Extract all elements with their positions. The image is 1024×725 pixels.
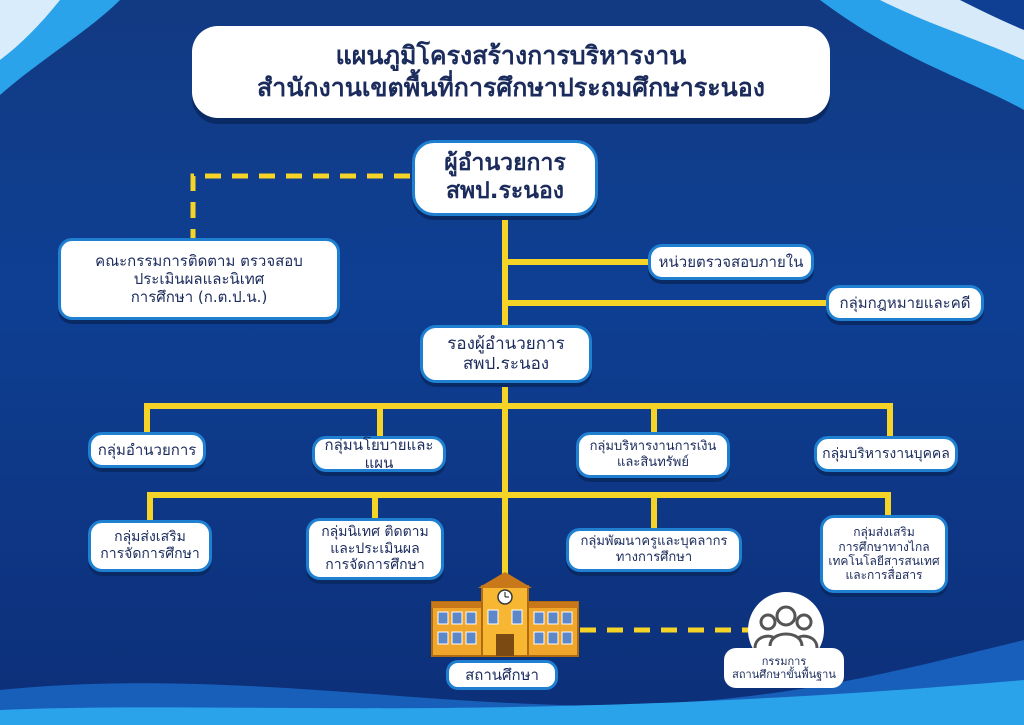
group-education-promotion: กลุ่มส่งเสริม การจัดการศึกษา <box>88 520 212 572</box>
deputy-line-2: สพป.ระนอง <box>462 354 550 374</box>
title-line-1: แผนภูมิโครงสร้างการบริหารงาน <box>335 40 687 70</box>
legal-group-label: กลุ่มกฎหมายและคดี <box>839 294 971 312</box>
school-box: สถานศึกษา <box>446 660 558 690</box>
internal-audit-label: หน่วยตรวจสอบภายใน <box>658 253 804 271</box>
director-box: ผู้อำนวยการ สพป.ระนอง <box>412 140 598 216</box>
group-label-line-3: การจัดการศึกษา <box>325 557 425 574</box>
committee-line-1: คณะกรรมการติดตาม ตรวจสอบ <box>95 252 303 270</box>
group-label-line-2: การศึกษาทางไกล <box>838 539 930 554</box>
committee-line-3: การศึกษา (ก.ต.ป.น.) <box>130 288 268 306</box>
group-personnel: กลุ่มบริหารงานบุคคล <box>814 436 958 472</box>
director-line-1: ผู้อำนวยการ <box>444 150 566 177</box>
group-label: กลุ่มบริหารงานบุคคล <box>822 445 950 462</box>
group-label: กลุ่มอำนวยการ <box>97 441 197 459</box>
deputy-box: รองผู้อำนวยการ สพป.ระนอง <box>420 325 592 383</box>
group-label-line-2: และประเมินผล <box>330 540 420 557</box>
group-label-line-2: และสินทรัพย์ <box>617 455 689 470</box>
group-label-line-1: กลุ่มส่งเสริม <box>853 525 915 540</box>
school-committee-line-1: กรรมการ <box>761 654 807 668</box>
deputy-line-1: รองผู้อำนวยการ <box>447 333 565 354</box>
group-label-line-2: การจัดการศึกษา <box>100 546 200 562</box>
group-administration: กลุ่มอำนวยการ <box>88 432 206 468</box>
committee-line-2: ประเมินผลและนิเทศ <box>133 270 265 288</box>
group-label-line-3: เทคโนโลยีสารสนเทศ <box>828 554 940 568</box>
internal-audit-box: หน่วยตรวจสอบภายใน <box>648 244 814 280</box>
group-label-line-4: และการสื่อสาร <box>845 568 923 583</box>
group-label-line-2: ทางการศึกษา <box>615 550 693 565</box>
group-label-line-1: กลุ่มบริหารงานการเงิน <box>589 439 717 455</box>
director-line-2: สพป.ระนอง <box>445 178 564 204</box>
group-distance-education-ict: กลุ่มส่งเสริม การศึกษาทางไกล เทคโนโลยีสา… <box>820 515 948 593</box>
group-supervision: กลุ่มนิเทศ ติดตาม และประเมินผล การจัดการ… <box>306 518 444 580</box>
committee-box: คณะกรรมการติดตาม ตรวจสอบ ประเมินผลและนิเ… <box>58 238 340 320</box>
legal-group-box: กลุ่มกฎหมายและคดี <box>826 285 984 321</box>
group-label-line-1: กลุ่มส่งเสริม <box>114 529 186 546</box>
group-teacher-development: กลุ่มพัฒนาครูและบุคลากร ทางการศึกษา <box>566 528 742 572</box>
group-label-line-1: กลุ่มพัฒนาครูและบุคลากร <box>580 534 728 550</box>
school-committee-box: กรรมการ สถานศึกษาขั้นพื้นฐาน <box>724 648 844 688</box>
school-committee-line-2: สถานศึกษาขั้นพื้นฐาน <box>732 668 836 681</box>
group-label-line-1: กลุ่มนิเทศ ติดตาม <box>321 523 429 540</box>
group-label: กลุ่มนโยบายและแผน <box>324 436 434 472</box>
page-title: แผนภูมิโครงสร้างการบริหารงาน สำนักงานเขต… <box>192 26 830 118</box>
group-finance-assets: กลุ่มบริหารงานการเงิน และสินทรัพย์ <box>576 432 730 478</box>
group-policy-planning: กลุ่มนโยบายและแผน <box>312 436 446 472</box>
title-line-2: สำนักงานเขตพื้นที่การศึกษาประถมศึกษาระนอ… <box>257 73 765 102</box>
school-label: สถานศึกษา <box>465 666 539 684</box>
